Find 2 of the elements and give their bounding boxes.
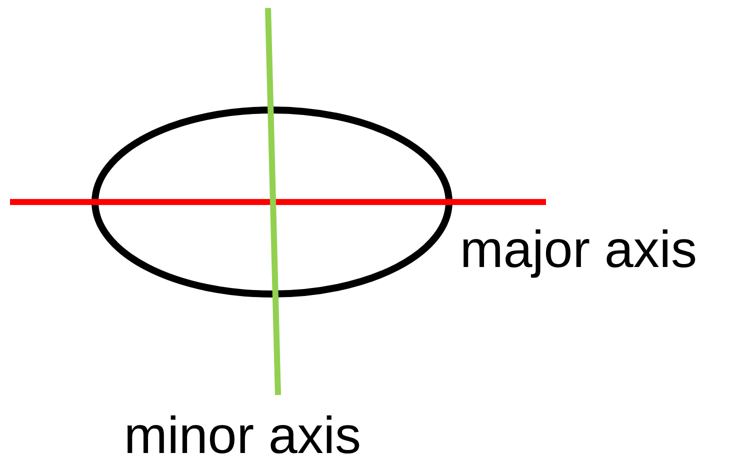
axis-label: major axis: [460, 224, 697, 276]
axis-label: minor axis: [124, 410, 361, 462]
